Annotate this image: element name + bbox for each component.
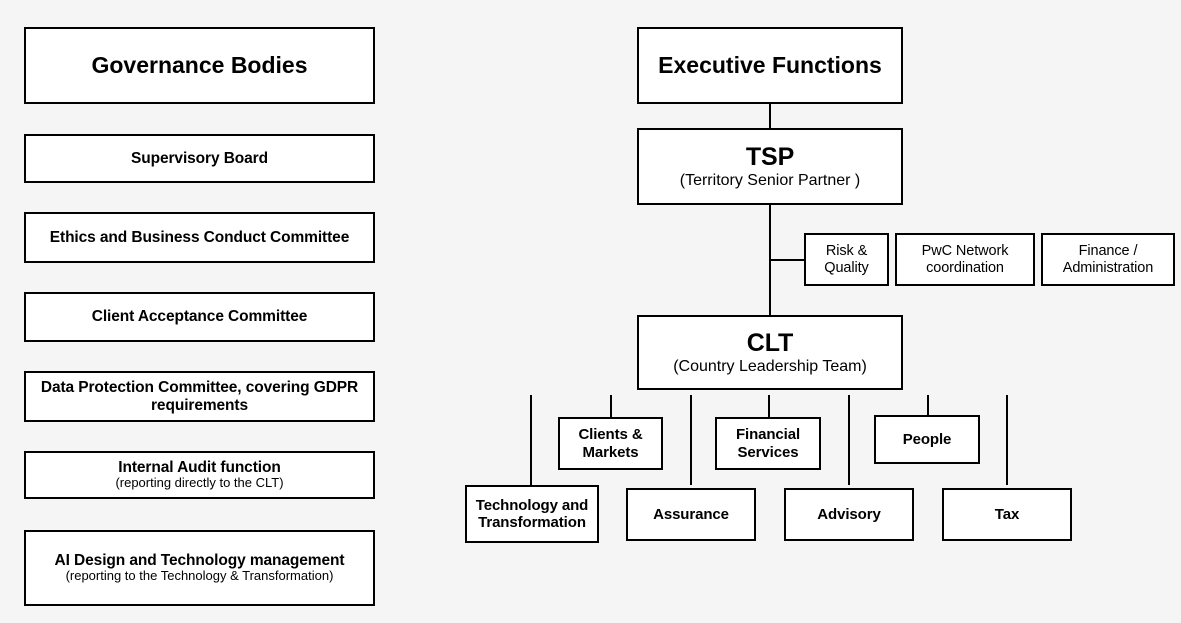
governance-item-supervisory-board: Supervisory Board bbox=[24, 134, 375, 183]
connector-clt-to-assurance bbox=[690, 395, 692, 485]
support-function-label: Risk & Quality bbox=[824, 242, 869, 276]
governance-bodies-header: Governance Bodies bbox=[24, 27, 375, 104]
governance-item-title: Ethics and Business Conduct Committee bbox=[49, 228, 350, 246]
clt-subtitle: (Country Leadership Team) bbox=[673, 357, 867, 375]
governance-item-title: Client Acceptance Committee bbox=[91, 308, 308, 326]
connector-clt-to-clients-and-markets bbox=[610, 395, 612, 417]
connector-clt-to-people bbox=[927, 395, 929, 415]
business-unit-label: Tax bbox=[994, 505, 1020, 523]
business-unit-label: People bbox=[902, 430, 952, 448]
business-unit-advisory: Advisory bbox=[784, 488, 914, 541]
support-function-label: Finance / Administration bbox=[1062, 242, 1154, 276]
tsp-node: TSP (Territory Senior Partner ) bbox=[637, 128, 903, 205]
executive-functions-header-label: Executive Functions bbox=[658, 52, 882, 79]
connector-clt-to-tax bbox=[1006, 395, 1008, 485]
governance-item-data-protection-committee: Data Protection Committee, covering GDPR… bbox=[24, 371, 375, 422]
connector-tsp-to-support-functions bbox=[769, 259, 804, 261]
governance-item-title: Data Protection Committee, covering GDPR… bbox=[40, 378, 359, 414]
tsp-subtitle: (Territory Senior Partner ) bbox=[679, 171, 861, 189]
connector-clt-to-financial-services bbox=[768, 395, 770, 417]
business-unit-technology-and-transformation: Technology and Transformation bbox=[465, 485, 599, 543]
support-function-pwc-network-coordination: PwC Network coordination bbox=[895, 233, 1035, 286]
business-unit-label: Financial Services bbox=[735, 426, 801, 461]
business-unit-people: People bbox=[874, 415, 980, 464]
governance-item-note: (reporting directly to the CLT) bbox=[115, 475, 284, 491]
business-unit-label: Technology and Transformation bbox=[475, 496, 589, 531]
business-unit-label: Assurance bbox=[653, 505, 729, 523]
connector-clt-to-advisory bbox=[848, 395, 850, 485]
governance-item-note: (reporting to the Technology & Transform… bbox=[65, 568, 334, 584]
support-function-label: PwC Network coordination bbox=[921, 242, 1009, 276]
clt-node: CLT (Country Leadership Team) bbox=[637, 315, 903, 390]
executive-functions-header: Executive Functions bbox=[637, 27, 903, 104]
governance-item-ai-design-and-technology-management: AI Design and Technology management (rep… bbox=[24, 530, 375, 606]
governance-item-internal-audit-function: Internal Audit function (reporting direc… bbox=[24, 451, 375, 499]
business-unit-tax: Tax bbox=[942, 488, 1072, 541]
connector-exec-to-tsp bbox=[769, 104, 771, 128]
support-function-finance-administration: Finance / Administration bbox=[1041, 233, 1175, 286]
governance-item-title: Supervisory Board bbox=[131, 149, 268, 167]
governance-item-title: Internal Audit function bbox=[118, 458, 281, 476]
support-function-risk-and-quality: Risk & Quality bbox=[804, 233, 889, 286]
governance-item-title: AI Design and Technology management bbox=[54, 551, 345, 569]
clt-title: CLT bbox=[746, 328, 794, 357]
business-unit-label: Clients & Markets bbox=[578, 426, 643, 461]
governance-item-client-acceptance-committee: Client Acceptance Committee bbox=[24, 292, 375, 342]
connector-clt-to-technology-and-transformation bbox=[530, 395, 532, 485]
business-unit-label: Advisory bbox=[817, 505, 881, 523]
business-unit-assurance: Assurance bbox=[626, 488, 756, 541]
governance-item-ethics-and-business-conduct-committee: Ethics and Business Conduct Committee bbox=[24, 212, 375, 263]
business-unit-financial-services: Financial Services bbox=[715, 417, 821, 470]
business-unit-clients-and-markets: Clients & Markets bbox=[558, 417, 663, 470]
governance-bodies-header-label: Governance Bodies bbox=[91, 52, 308, 79]
tsp-title: TSP bbox=[745, 142, 795, 171]
